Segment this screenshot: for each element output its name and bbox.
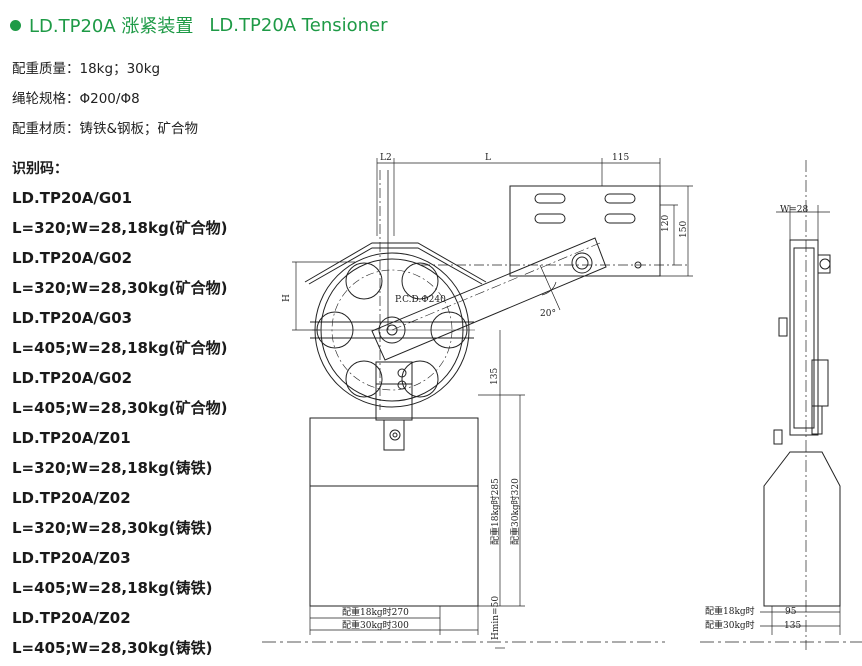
- code-line: LD.TP20A/G02: [12, 249, 133, 267]
- code-line: L=320;W=28,18kg(铸铁): [12, 459, 213, 477]
- dim-angle: 20°: [540, 309, 556, 319]
- code-line: L=405;W=28,30kg(铸铁): [12, 639, 213, 657]
- dim-135b: 135: [784, 621, 801, 631]
- code-line: L=320;W=28,30kg(铸铁): [12, 519, 213, 537]
- dim-h: H: [282, 294, 292, 302]
- dim-l2: L2: [380, 153, 392, 163]
- page-title: LD.TP20A 涨紧装置 LD.TP20A Tensioner: [10, 12, 388, 38]
- code-line: LD.TP20A/G02: [12, 369, 133, 387]
- title-cn: LD.TP20A 涨紧装置: [29, 16, 194, 37]
- code-line: L=405;W=28,18kg(矿合物): [12, 339, 228, 357]
- side-cw30: 配重30kg时: [705, 619, 755, 631]
- dim-cw18-height: 配重18kg时285: [489, 478, 501, 545]
- dim-cw18-width: 配重18kg时270: [342, 606, 409, 618]
- dim-hmin: Hmin=50: [491, 596, 501, 640]
- codes-heading: 识别码：: [12, 161, 68, 177]
- dim-cw30-width: 配重30kg时300: [342, 619, 409, 631]
- title-en: LD.TP20A Tensioner: [209, 14, 388, 36]
- code-line: LD.TP20A/G01: [12, 189, 133, 207]
- dim-150: 150: [679, 221, 689, 238]
- code-line: LD.TP20A/Z03: [12, 549, 131, 567]
- side-view: [700, 160, 862, 650]
- code-line: L=405;W=28,18kg(铸铁): [12, 579, 213, 597]
- code-line: L=405;W=28,30kg(矿合物): [12, 399, 228, 417]
- dim-95: 95: [785, 607, 797, 617]
- dim-w28: W=28: [780, 205, 809, 215]
- dim-pcd: P.C.D.Φ240: [395, 295, 446, 305]
- dim-120: 120: [661, 215, 671, 232]
- dim-l: L: [485, 153, 491, 163]
- codes-list: LD.TP20A/G01 L=320;W=28,18kg(矿合物) LD.TP2…: [12, 186, 227, 666]
- code-line: LD.TP20A/G03: [12, 309, 133, 327]
- side-cw18: 配重18kg时: [705, 605, 755, 617]
- dim-135: 135: [490, 368, 500, 385]
- front-view: [262, 158, 693, 649]
- code-line: L=320;W=28,18kg(矿合物): [12, 219, 228, 237]
- spec-material: 配重材质：铸铁&钢板；矿合物: [12, 121, 199, 137]
- code-line: L=320;W=28,30kg(矿合物): [12, 279, 228, 297]
- code-line: LD.TP20A/Z02: [12, 609, 131, 627]
- code-line: LD.TP20A/Z01: [12, 429, 131, 447]
- bullet-icon: [10, 19, 21, 31]
- code-line: LD.TP20A/Z02: [12, 489, 131, 507]
- spec-weight: 配重质量：18kg；30kg: [12, 61, 161, 77]
- dim-cw30-height: 配重30kg时320: [509, 478, 521, 545]
- dim-115: 115: [612, 153, 629, 163]
- spec-sheave: 绳轮规格：Φ200/Φ8: [12, 91, 140, 107]
